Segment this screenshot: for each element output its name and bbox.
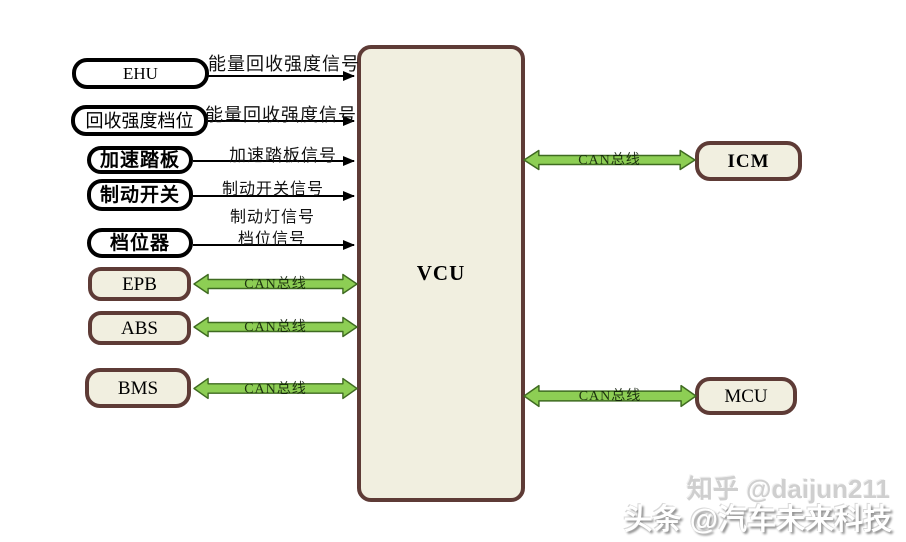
arrow-accel-pedal-to-vcu [193,160,354,162]
can-bus-icm: CAN总线 [523,149,696,171]
node-mcu: MCU [695,377,797,415]
node-epb: EPB [88,267,191,301]
can-bus-mcu: CAN总线 [523,384,697,408]
node-accel-pedal-label: 加速踏板 [99,149,180,171]
can-bus-arrow-icon [193,273,358,295]
can-bus-mcu-label: CAN总线 [578,389,642,405]
arrow-gear-selector-to-vcu [193,244,354,246]
node-abs: ABS [88,311,191,345]
node-brake-switch: 制动开关 [87,179,193,211]
can-bus-bms-label: CAN总线 [244,381,307,397]
can-bus-bms: CAN总线 [193,377,358,400]
node-icm: ICM [695,141,802,181]
node-abs-label: ABS [121,317,158,339]
node-recovery-gear: 回收强度档位 [71,105,208,136]
node-bms-label: BMS [117,377,159,399]
label-gear-signal: 档位信号 [238,231,307,248]
label-energy-recovery-mid: 能量回收强度信号 [205,105,357,125]
watermark-zhihu: 知乎 @daijun211 [686,474,890,504]
node-recovery-gear-label: 回收强度档位 [85,110,194,131]
node-epb-label: EPB [122,273,157,295]
node-gear-selector-label: 档位器 [109,232,170,254]
node-ehu: EHU [72,58,209,89]
watermark-toutiao: 头条 @汽车未来科技 [623,504,892,536]
label-energy-recovery-top: 能量回收强度信号 [208,54,360,74]
arrow-ehu-to-vcu [207,75,354,77]
label-accel-pedal-signal: 加速踏板信号 [229,146,337,165]
arrow-brake-switch-to-vcu [193,195,354,197]
node-vcu-label: VCU [416,261,466,285]
can-bus-abs-label: CAN总线 [244,320,307,336]
node-mcu-label: MCU [724,385,768,407]
can-bus-epb-label: CAN总线 [244,277,307,293]
node-vcu: VCU [357,45,525,502]
node-ehu-label: EHU [123,64,158,83]
label-brake-lamp-signal: 制动灯信号 [230,209,316,226]
can-bus-arrow-icon [523,384,697,408]
label-brake-switch-signal: 制动开关信号 [222,181,325,198]
node-bms: BMS [85,368,191,408]
node-icm-label: ICM [727,150,770,172]
node-gear-selector: 档位器 [87,228,193,258]
can-bus-arrow-icon [193,316,358,338]
can-bus-abs: CAN总线 [193,316,358,338]
node-brake-switch-label: 制动开关 [99,184,180,206]
node-accel-pedal: 加速踏板 [87,146,193,174]
can-bus-epb: CAN总线 [193,273,358,295]
can-bus-arrow-icon [523,149,696,171]
arrow-recovery-gear-to-vcu [208,120,354,122]
can-bus-arrow-icon [193,377,358,400]
can-bus-icm-label: CAN总线 [578,153,641,169]
